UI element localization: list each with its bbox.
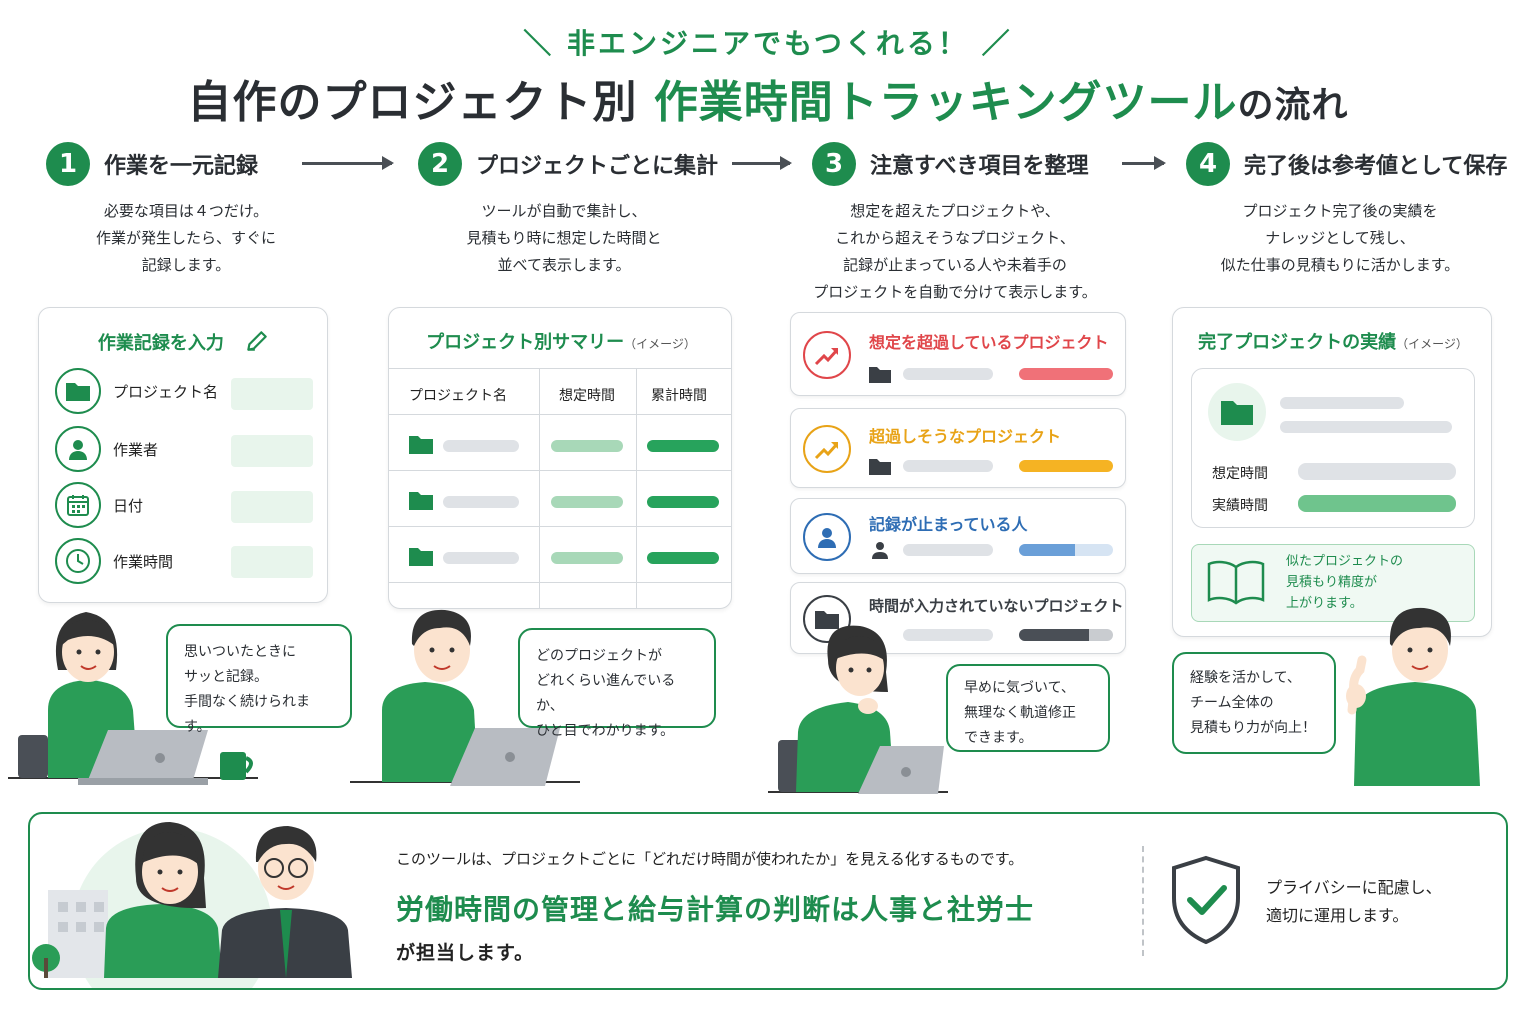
alert-over-budget: 想定を超過しているプロジェクト <box>790 312 1126 396</box>
step-2: 2 プロジェクトごとに集計 <box>418 142 718 186</box>
arrow-icon <box>1122 156 1166 170</box>
speech-bubble-1: 思いついたときにサッと記録。手間なく続けられます。 <box>166 624 352 735</box>
step-2-description: ツールが自動で集計し、見積もり時に想定した時間と並べて表示します。 <box>466 202 662 274</box>
header-subtitle: ＼ 非エンジニアでもつくれる！ ／ <box>523 27 1013 60</box>
work-record-card: 作業記録を入力 プロジェクト名 作業者 日付 作業時間 <box>38 307 328 603</box>
footer-emphasis: 労働時間の管理と給与計算の判断は人事と社労士 <box>396 893 1035 926</box>
project-summary-card: プロジェクト別サマリー（イメージ） プロジェクト名 想定時間 累計時間 <box>388 307 732 609</box>
trend-up-icon <box>803 331 851 379</box>
step-label: 作業を一元記録 <box>104 154 259 179</box>
folder-icon <box>869 367 891 383</box>
card-title: プロジェクト別サマリー（イメージ） <box>426 332 696 353</box>
alert-at-risk: 超過しそうなプロジェクト <box>790 408 1126 488</box>
clock-icon <box>55 538 101 584</box>
arrow-icon <box>732 156 792 170</box>
folder-icon <box>803 595 851 643</box>
person-1-illustration <box>8 612 258 785</box>
folder-icon <box>55 368 101 414</box>
footer-text-3: が担当します。 <box>396 942 535 964</box>
user-icon <box>55 426 101 472</box>
project-name-input[interactable] <box>231 378 313 410</box>
folder-icon <box>1208 383 1266 441</box>
step-number: 1 <box>46 142 90 186</box>
speech-bubble-2: どのプロジェクトがどれくらい進んでいるか、ひと目でわかります。 <box>518 628 716 739</box>
alert-stalled-person: 記録が止まっている人 <box>790 498 1126 574</box>
column-header: プロジェクト名 <box>409 388 507 404</box>
column-header: 累計時間 <box>651 388 707 404</box>
step-number: 4 <box>1186 142 1230 186</box>
person-4-illustration <box>1346 607 1480 786</box>
card-title: 完了プロジェクトの実績（イメージ） <box>1198 332 1468 353</box>
field-date: 日付 <box>55 482 233 528</box>
step-3: 3 注意すべき項目を整理 <box>812 142 1088 186</box>
privacy-note: プライバシーに配慮し、適切に運用します。 <box>1266 878 1442 925</box>
page-title: 自作のプロジェクト別 作業時間トラッキングツールの流れ <box>187 77 1349 128</box>
completed-project-card: 完了プロジェクトの実績（イメージ） 想定時間 実績時間 似たプロジェクトの見積も… <box>1172 307 1492 637</box>
divider <box>1142 846 1144 956</box>
folder-icon <box>409 492 433 510</box>
person-2-illustration <box>350 609 580 786</box>
step-label: プロジェクトごとに集計 <box>476 154 719 179</box>
worker-input[interactable] <box>231 435 313 467</box>
book-icon <box>1207 560 1265 605</box>
person-icon <box>872 542 888 559</box>
footer-text-1: このツールは、プロジェクトごとに「どれだけ時間が使われたか」を見える化するもので… <box>396 850 1024 868</box>
step-label: 完了後は参考値として保存 <box>1244 154 1508 179</box>
step-4-description: プロジェクト完了後の実績をナレッジとして残し、似た仕事の見積もりに活かします。 <box>1220 202 1460 274</box>
work-hours-input[interactable] <box>231 546 313 578</box>
folder-icon <box>409 548 433 566</box>
field-worker: 作業者 <box>55 426 233 472</box>
column-header: 想定時間 <box>559 388 615 404</box>
date-input[interactable] <box>231 491 313 523</box>
pencil-icon <box>247 331 267 351</box>
user-icon <box>803 513 851 561</box>
step-number: 3 <box>812 142 856 186</box>
step-4: 4 完了後は参考値として保存 <box>1186 142 1507 186</box>
field-hours: 作業時間 <box>55 538 233 584</box>
step-3-description: 想定を超えたプロジェクトや、これから超えそうなプロジェクト、記録が止まっている人… <box>813 202 1097 301</box>
shield-check-icon <box>1172 855 1240 945</box>
staff-illustration <box>32 822 352 988</box>
folder-icon <box>409 436 433 454</box>
step-1-description: 必要な項目は４つだけ。作業が発生したら、すぐに記録します。 <box>95 202 276 274</box>
folder-icon <box>869 459 891 475</box>
calendar-icon <box>55 482 101 528</box>
step-label: 注意すべき項目を整理 <box>870 154 1089 179</box>
speech-bubble-3: 早めに気づいて、無理なく軌道修正できます。 <box>946 664 1110 752</box>
step-number: 2 <box>418 142 462 186</box>
result-panel: 想定時間 実績時間 <box>1191 368 1475 528</box>
field-project: プロジェクト名 <box>55 368 233 414</box>
trend-up-icon <box>803 425 851 473</box>
step-1: 1 作業を一元記録 <box>46 142 258 186</box>
card-title: 作業記録を入力 <box>39 328 329 355</box>
footer-panel <box>28 812 1508 990</box>
person-3-illustration <box>768 625 948 794</box>
speech-bubble-4: 経験を活かして、チーム全体の見積もり力が向上！ <box>1172 652 1336 754</box>
arrow-icon <box>302 156 394 170</box>
